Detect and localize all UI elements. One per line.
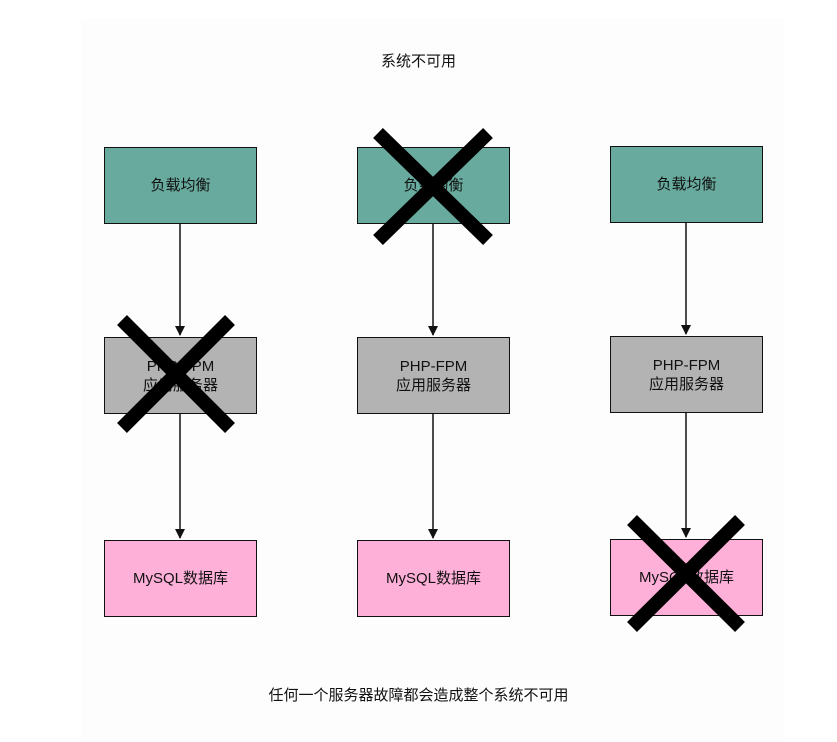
app-server-node-1: PHP-FPM 应用服务器: [104, 337, 257, 414]
database-node-3: MySQL数据库: [610, 539, 763, 616]
app-server-label-1: PHP-FPM: [146, 357, 215, 375]
database-label-3: MySQL数据库: [638, 569, 734, 586]
diagram-title: 系统不可用: [380, 53, 456, 70]
app-server-node-2: PHP-FPM 应用服务器: [357, 337, 510, 414]
diagram-caption: 任何一个服务器故障都会造成整个系统不可用: [268, 687, 569, 704]
app-server-sublabel-3: 应用服务器: [648, 375, 724, 393]
app-server-label-2: PHP-FPM: [399, 357, 468, 375]
app-server-sublabel-2: 应用服务器: [395, 376, 471, 394]
load-balancer-node-3: 负载均衡: [610, 146, 763, 223]
load-balancer-label-3: 负载均衡: [656, 176, 717, 193]
database-node-2: MySQL数据库: [357, 540, 510, 617]
database-label-2: MySQL数据库: [385, 570, 481, 587]
app-server-node-3: PHP-FPM 应用服务器: [610, 336, 763, 413]
load-balancer-node-1: 负载均衡: [104, 147, 257, 224]
load-balancer-label-2: 负载均衡: [403, 177, 464, 194]
database-node-1: MySQL数据库: [104, 540, 257, 617]
database-label-1: MySQL数据库: [132, 570, 228, 587]
load-balancer-node-2: 负载均衡: [357, 147, 510, 224]
app-server-sublabel-1: 应用服务器: [142, 376, 218, 394]
load-balancer-label-1: 负载均衡: [150, 177, 211, 194]
app-server-label-3: PHP-FPM: [652, 356, 721, 374]
